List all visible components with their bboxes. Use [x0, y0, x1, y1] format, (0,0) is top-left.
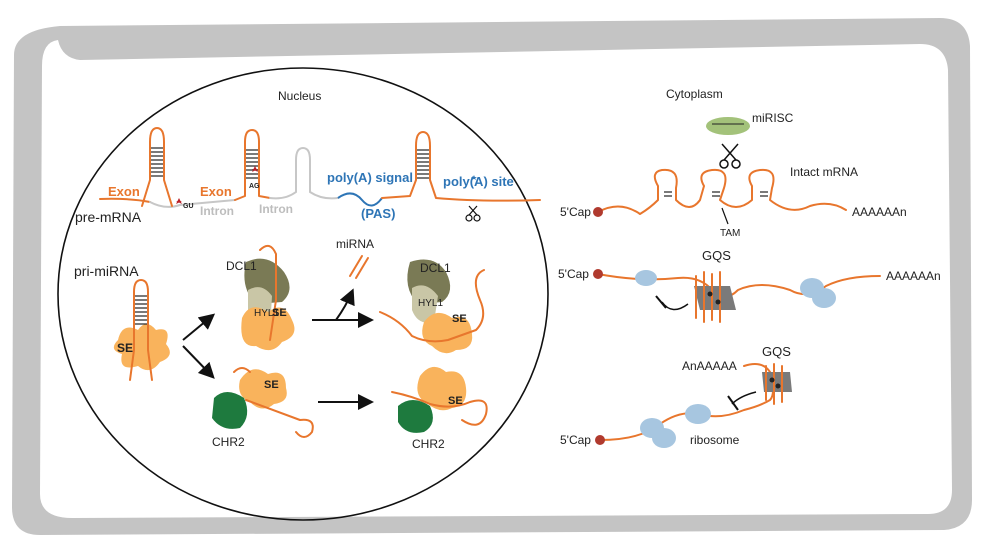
hyl1-label: HYL1 [254, 308, 279, 319]
gqs-mrna [593, 269, 881, 323]
polya-2-label: AAAAAAn [886, 269, 941, 283]
polya-3-label: AnAAAAA [682, 359, 737, 373]
gqs-1-label: GQS [702, 248, 731, 263]
hyl1-after-label: HYL1 [418, 298, 443, 309]
intron-1-label: Intron [200, 204, 234, 218]
poly-a-site-label: poly(A) site [443, 174, 514, 189]
se-label: SE [117, 341, 133, 355]
cell-wall [12, 18, 972, 535]
poly-a-signal-label: poly(A) signal [327, 170, 413, 185]
dcl1-label: DCL1 [226, 259, 257, 273]
pri-mirna-hairpin [113, 279, 170, 381]
se-bottom-label: SE [264, 379, 279, 391]
scissors-icon [465, 205, 481, 222]
intact-mrna-label: Intact mRNA [790, 165, 858, 179]
chr2-label: CHR2 [212, 435, 245, 449]
dcl1-after-complex [379, 259, 485, 354]
chr2-after-label: CHR2 [412, 437, 445, 451]
mirna-duplex [349, 255, 369, 279]
scissors-icon [719, 143, 741, 169]
exon-1-label: Exon [108, 184, 140, 199]
gqs-mrna-3utr [595, 363, 792, 448]
ag-label: AG [249, 183, 260, 190]
cap-1-label: 5'Cap [560, 205, 591, 219]
pre-mrna-label: pre-mRNA [75, 209, 142, 225]
pas-label: (PAS) [361, 206, 395, 221]
intact-mrna [593, 168, 847, 225]
chr2-after-complex [391, 366, 488, 433]
nucleus-envelope [57, 67, 549, 521]
arrow-to-chr2 [182, 345, 215, 379]
chr2-complex [212, 367, 314, 438]
se-top-label: SE [272, 307, 287, 319]
polya-1-label: AAAAAAn [852, 205, 907, 219]
mirna-label: miRNA [336, 237, 374, 251]
gqs-2-label: GQS [762, 344, 791, 359]
se-bottom-after-label: SE [448, 395, 463, 407]
tam-label: TAM [720, 228, 740, 239]
dcl1-after-label: DCL1 [420, 261, 451, 275]
intron-2-label: Intron [259, 202, 293, 216]
pri-mirna-label: pri-miRNA [74, 263, 139, 279]
arrow-mirna-release [335, 288, 355, 321]
mirisc-label: miRISC [752, 111, 794, 125]
pre-mrna [99, 127, 541, 222]
nucleus-title: Nucleus [278, 89, 321, 103]
se-after-label: SE [452, 313, 467, 325]
cap-2-label: 5'Cap [558, 267, 589, 281]
arrow-to-dcl1 [182, 313, 216, 341]
mirisc-complex [706, 117, 750, 135]
cap-3-label: 5'Cap [560, 433, 591, 447]
ribosome-label: ribosome [690, 433, 740, 447]
dcl1-complex [241, 244, 295, 351]
gu-label: GU [183, 203, 194, 210]
cytoplasm-title: Cytoplasm [666, 87, 723, 101]
exon-2-label: Exon [200, 184, 232, 199]
